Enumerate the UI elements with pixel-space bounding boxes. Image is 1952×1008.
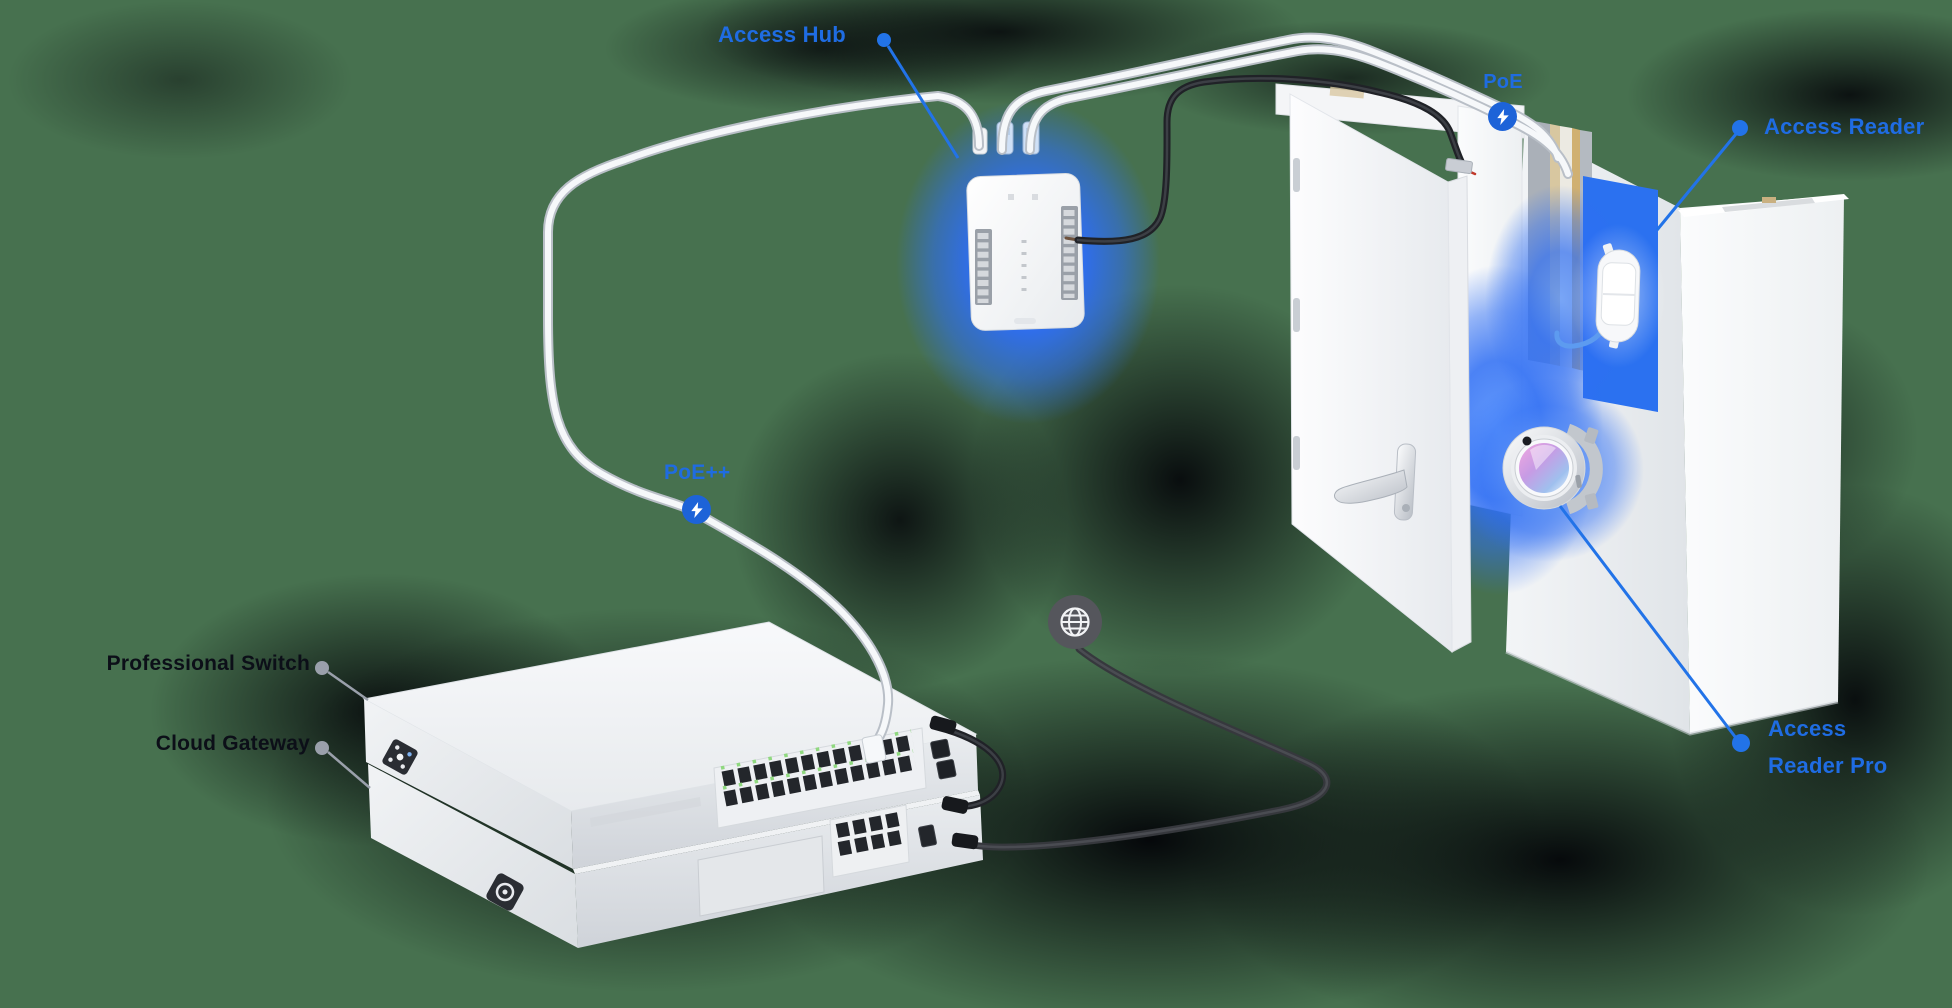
- poe-plus-plus-label: PoE++: [664, 461, 731, 484]
- access-reader-pro-label-line2: Reader Pro: [1768, 753, 1888, 778]
- gateway-end-panel: [486, 873, 524, 911]
- door: [1289, 93, 1472, 654]
- access-reader-leader-dot: [1732, 120, 1748, 136]
- cloud-gateway-leader-dot: [315, 741, 329, 755]
- switch-end-panel: [382, 739, 418, 775]
- professional-switch-label: Professional Switch: [106, 652, 310, 675]
- access-hub-label: Access Hub: [718, 22, 846, 47]
- door-hinges: [1293, 158, 1300, 470]
- uplink-cable: [929, 715, 1007, 814]
- professional-switch-leader-dot: [315, 661, 329, 675]
- lightning-icon: [1496, 108, 1509, 125]
- gateway-drive-tray: [697, 835, 825, 917]
- internet-globe-icon: [1048, 595, 1102, 649]
- gateway-wan-port: [918, 824, 937, 848]
- poe-lightning-badge: [1488, 102, 1517, 131]
- poe-loop-cable: [543, 90, 984, 764]
- access-reader-pro-label-line1: Access: [1768, 716, 1847, 741]
- access-hub-leader-dot: [877, 33, 891, 47]
- access-reader-pro-label: Access Reader Pro: [1768, 710, 1887, 784]
- reader-pro-bracket: [1565, 423, 1603, 515]
- door-sensor-plate: [1445, 158, 1473, 174]
- wall-slot-wood: [1762, 197, 1776, 203]
- access-reader-device: [1554, 224, 1666, 368]
- door-sensor-cable: [1064, 74, 1477, 245]
- internet-cable: [951, 645, 1331, 851]
- lightning-icon: [690, 501, 703, 518]
- cloud-gateway-label: Cloud Gateway: [155, 732, 310, 755]
- switch-port-connector: [861, 734, 887, 764]
- poe-plus-plus-lightning-badge: [682, 495, 711, 524]
- switch-sfp-ports: [930, 738, 957, 780]
- reader-pro-lens: [1519, 443, 1569, 493]
- access-reader-pro-leader-dot: [1732, 734, 1750, 752]
- wall-top-slot: [1722, 198, 1815, 212]
- reader-pro-camera-dot: [1522, 436, 1532, 446]
- gateway-port-block: [829, 804, 910, 878]
- access-reader-label: Access Reader: [1764, 114, 1925, 139]
- cloud-gateway-device: [368, 764, 983, 948]
- access-reader-pro-device: [1452, 378, 1644, 562]
- poe-label: PoE: [1483, 71, 1523, 93]
- door-handle: [1334, 443, 1417, 521]
- leader-lines: [315, 33, 1750, 789]
